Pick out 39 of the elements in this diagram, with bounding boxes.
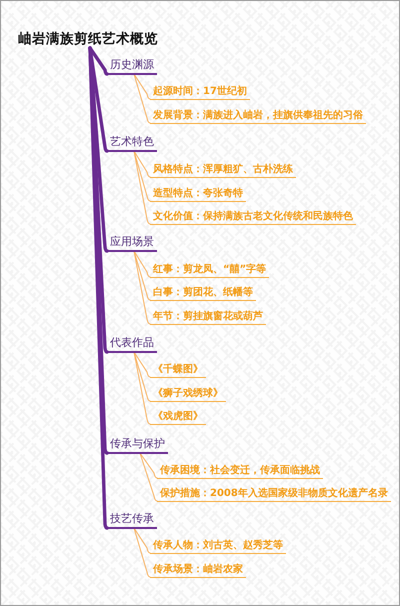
connector-line <box>134 74 150 124</box>
branch-topic: 传承与保护 <box>107 437 168 454</box>
leaf-topic: 白事：剪团花、纸幡等 <box>150 286 256 301</box>
leaf-topic: 传承困境：社会变迁，传承面临挑战 <box>157 464 323 479</box>
branch-topic: 应用场景 <box>107 235 157 252</box>
leaf-topic: 传承人物：刘古英、赵秀芝等 <box>150 539 286 554</box>
connector-line <box>134 528 150 578</box>
connector-line <box>134 74 150 100</box>
connector-line <box>88 46 109 76</box>
connector-line <box>134 150 150 202</box>
connector-line <box>134 352 150 402</box>
leaf-topic: 《千蝶图》 <box>150 363 206 378</box>
connector-line <box>134 250 150 300</box>
branch-topic: 历史渊源 <box>107 58 157 75</box>
leaf-topic: 造型特点：夸张奇特 <box>150 187 246 202</box>
leaf-topic: 风格特点：浑厚粗犷、古朴洗练 <box>150 163 296 178</box>
leaf-topic: 传承场景：岫岩农家 <box>150 563 246 578</box>
branch-topic: 艺术特色 <box>107 135 157 152</box>
leaf-topic: 《狮子戏绣球》 <box>150 387 226 402</box>
branch-topic: 代表作品 <box>107 336 157 353</box>
connector-line <box>139 452 158 478</box>
connector-line <box>134 150 150 224</box>
connector-line <box>139 452 158 502</box>
root-topic: 岫岩满族剪纸艺术概览 <box>18 30 158 48</box>
connector-line <box>134 528 150 554</box>
leaf-topic: 保护措施：2008年入选国家级非物质文化遗产名录 <box>157 487 391 502</box>
connector-line <box>134 250 150 278</box>
connector-line <box>134 250 150 324</box>
connector-line <box>134 352 150 424</box>
leaf-topic: 文化价值：保持满族古老文化传统和民族特色 <box>150 210 356 225</box>
connector-line <box>134 352 150 378</box>
branch-topic: 技艺传承 <box>107 512 157 529</box>
leaf-topic: 红事：剪龙凤、“囍”字等 <box>150 263 270 278</box>
leaf-topic: 发展背景：满族进入岫岩，挂旗供奉祖先的习俗 <box>150 109 366 124</box>
leaf-topic: 起源时间：17世纪初 <box>150 85 250 100</box>
leaf-topic: 《戏虎图》 <box>150 410 206 425</box>
connector-line <box>88 46 109 530</box>
leaf-topic: 年节：剪挂旗窗花或葫芦 <box>150 310 266 325</box>
connector-line <box>134 150 150 178</box>
